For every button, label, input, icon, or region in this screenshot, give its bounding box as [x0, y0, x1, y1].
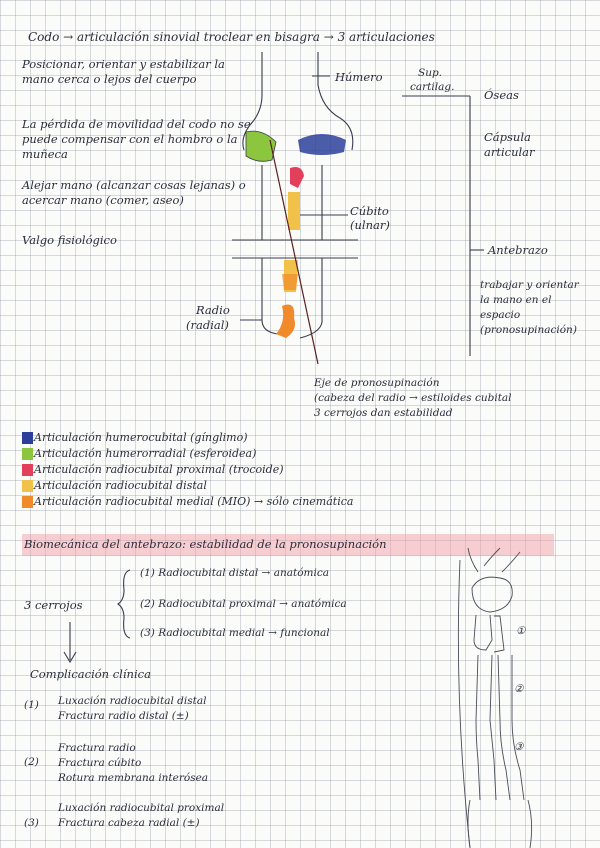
sketch-mark-1: ①: [516, 624, 525, 639]
sketch-mark-2: ②: [514, 682, 523, 697]
sketch-mark-3: ③: [514, 740, 523, 755]
